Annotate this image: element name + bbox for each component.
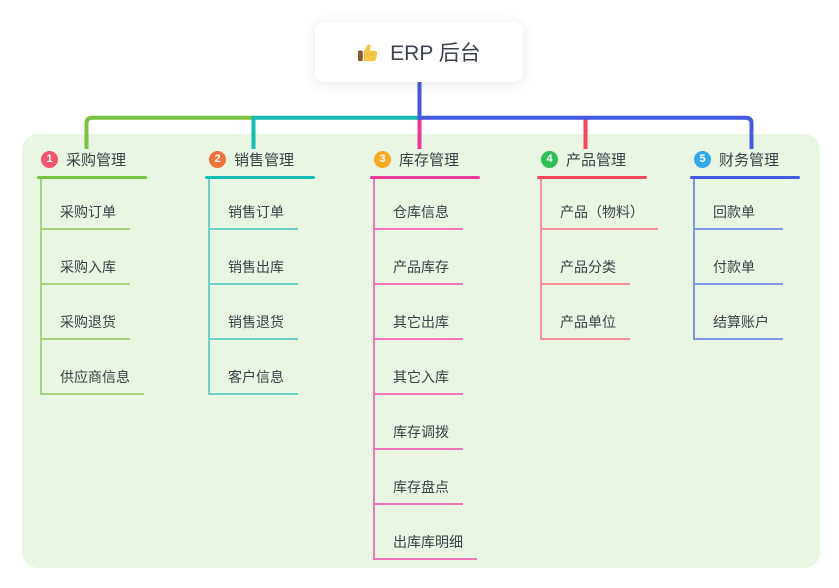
branch-number-badge: 5 [694, 150, 711, 168]
branch-children: 产品（物料）产品分类产品单位 [540, 179, 658, 340]
branch-3: 3 库存管理 仓库信息产品库存其它出库其它入库库存调拨库存盘点出库库明细 [370, 148, 480, 560]
branch-header[interactable]: 4 产品管理 [537, 148, 658, 170]
branch-number-badge: 3 [374, 150, 391, 168]
child-item[interactable]: 产品库存 [375, 230, 463, 285]
branch-underline [205, 176, 315, 179]
branch-label: 财务管理 [719, 151, 780, 169]
child-item[interactable]: 付款单 [695, 230, 783, 285]
branch-label: 库存管理 [399, 151, 460, 169]
branches-panel [22, 134, 820, 568]
child-item[interactable]: 出库库明细 [375, 505, 477, 560]
branch-5: 5 财务管理 回款单付款单结算账户 [690, 148, 800, 340]
child-item[interactable]: 销售出库 [210, 230, 298, 285]
child-item[interactable]: 产品（物料） [542, 179, 658, 230]
child-item[interactable]: 结算账户 [695, 285, 783, 340]
branch-label: 产品管理 [566, 151, 627, 169]
child-item[interactable]: 库存盘点 [375, 450, 463, 505]
branch-underline [690, 176, 800, 179]
branch-label: 采购管理 [66, 151, 127, 169]
child-item[interactable]: 产品单位 [542, 285, 630, 340]
child-item[interactable]: 产品分类 [542, 230, 630, 285]
child-item[interactable]: 仓库信息 [375, 179, 463, 230]
branch-header[interactable]: 1 采购管理 [37, 148, 147, 170]
child-item[interactable]: 采购订单 [42, 179, 130, 230]
branch-number-badge: 4 [541, 150, 558, 168]
child-item[interactable]: 其它出库 [375, 285, 463, 340]
branch-underline [37, 176, 147, 179]
branch-number-badge: 1 [41, 150, 58, 168]
child-item[interactable]: 采购退货 [42, 285, 130, 340]
branch-header[interactable]: 3 库存管理 [370, 148, 480, 170]
branch-header[interactable]: 5 财务管理 [690, 148, 800, 170]
branch-children: 销售订单销售出库销售退货客户信息 [208, 179, 298, 395]
branch-children: 采购订单采购入库采购退货供应商信息 [40, 179, 144, 395]
branch-children: 仓库信息产品库存其它出库其它入库库存调拨库存盘点出库库明细 [373, 179, 477, 560]
child-item[interactable]: 客户信息 [210, 340, 298, 395]
branch-underline [370, 176, 480, 179]
child-item[interactable]: 回款单 [695, 179, 783, 230]
child-item[interactable]: 其它入库 [375, 340, 463, 395]
branch-label: 销售管理 [234, 151, 295, 169]
branch-2: 2 销售管理 销售订单销售出库销售退货客户信息 [205, 148, 315, 395]
root-node[interactable]: ERP 后台 [315, 22, 523, 82]
branch-header[interactable]: 2 销售管理 [205, 148, 315, 170]
child-item[interactable]: 销售订单 [210, 179, 298, 230]
child-item[interactable]: 采购入库 [42, 230, 130, 285]
branch-number-badge: 2 [209, 150, 226, 168]
root-title: ERP 后台 [390, 42, 481, 65]
branch-4: 4 产品管理 产品（物料）产品分类产品单位 [537, 148, 658, 340]
branch-underline [537, 176, 647, 179]
thumbs-up-icon [357, 41, 380, 64]
branch-1: 1 采购管理 采购订单采购入库采购退货供应商信息 [37, 148, 147, 395]
branch-children: 回款单付款单结算账户 [693, 179, 783, 340]
child-item[interactable]: 库存调拨 [375, 395, 463, 450]
child-item[interactable]: 供应商信息 [42, 340, 144, 395]
child-item[interactable]: 销售退货 [210, 285, 298, 340]
